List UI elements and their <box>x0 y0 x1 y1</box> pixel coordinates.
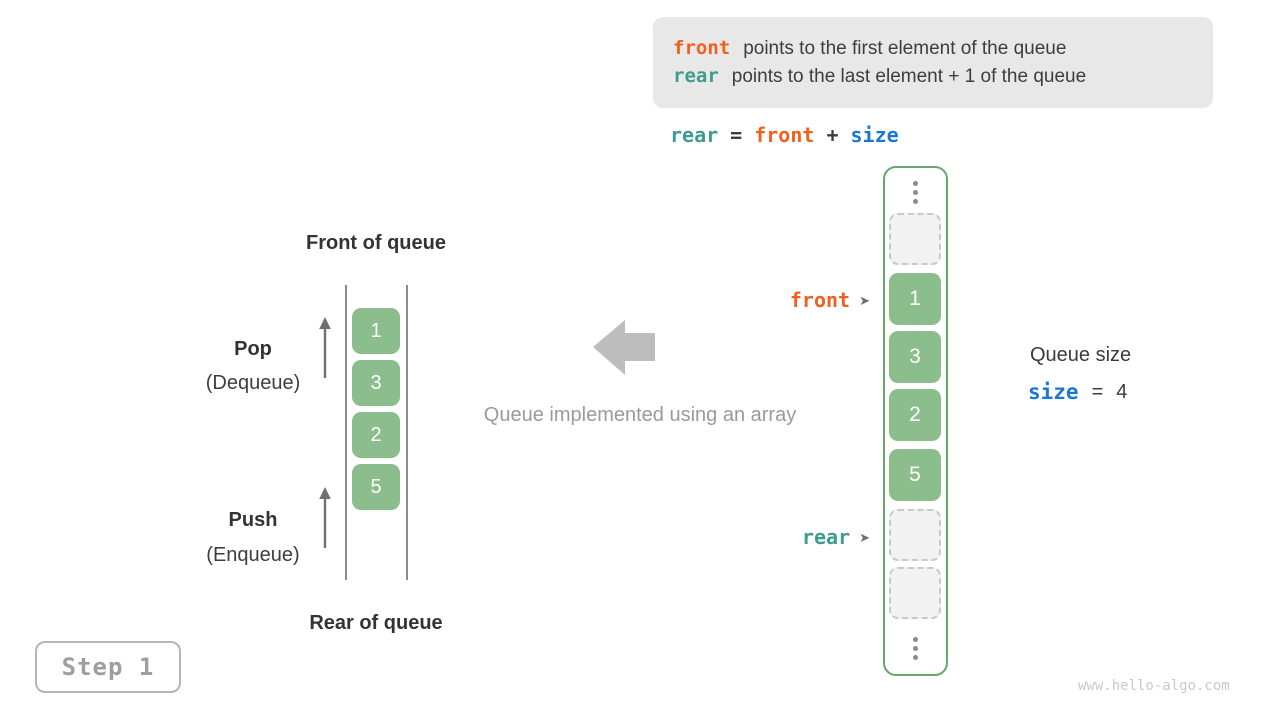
size-keyword: size <box>1028 380 1079 404</box>
formula: rear = front + size <box>670 122 899 148</box>
rear-keyword: rear <box>673 65 719 87</box>
formula-plus: + <box>826 123 839 147</box>
pop-label: Pop <box>234 338 272 360</box>
queue-size-title: Queue size <box>1030 344 1132 366</box>
queue-channel-left-line <box>345 285 347 580</box>
array-cell-empty <box>889 213 941 265</box>
formula-front: front <box>754 123 815 147</box>
ellipsis-icon <box>913 637 918 660</box>
size-value: 4 <box>1116 380 1128 403</box>
watermark: www.hello-algo.com <box>1078 678 1230 694</box>
arrow-up-icon <box>318 317 332 384</box>
queue-item: 5 <box>352 464 400 510</box>
dequeue-label: (Dequeue) <box>205 372 301 394</box>
legend-rear-text: points to the last element + 1 of the qu… <box>731 66 1087 87</box>
rear-of-queue-label: Rear of queue <box>309 612 443 634</box>
queue-item: 1 <box>352 308 400 354</box>
front-keyword: front <box>673 37 731 59</box>
front-of-queue-label: Front of queue <box>306 232 446 254</box>
array-cell-value: 3 <box>889 331 941 383</box>
arrow-up-icon <box>318 487 332 554</box>
diagram-caption: Queue implemented using an array <box>483 404 797 426</box>
arrow-left-icon <box>593 320 655 380</box>
array-cell-value: 5 <box>889 449 941 501</box>
legend-line-front: front points to the first element of the… <box>673 37 1213 60</box>
arrow-right-icon: ➤ <box>859 529 870 545</box>
front-pointer-label: front <box>789 288 851 312</box>
front-pointer: front ➤ <box>730 286 870 314</box>
step-badge: Step 1 <box>35 641 181 693</box>
array-cell-empty <box>889 509 941 561</box>
queue-item: 3 <box>352 360 400 406</box>
array-cell-value: 1 <box>889 273 941 325</box>
legend-box: front points to the first element of the… <box>653 17 1213 108</box>
legend-front-text: points to the first element of the queue <box>743 38 1067 59</box>
size-equals: = <box>1091 380 1104 403</box>
legend-line-rear: rear points to the last element + 1 of t… <box>673 65 1213 88</box>
queue-size-value-line: size = 4 <box>1028 380 1127 404</box>
rear-pointer-label: rear <box>801 525 851 549</box>
array-cell-value: 2 <box>889 389 941 441</box>
queue-item: 2 <box>352 412 400 458</box>
enqueue-label: (Enqueue) <box>206 544 300 566</box>
formula-rear: rear <box>670 123 719 147</box>
formula-size: size <box>850 123 899 147</box>
push-label: Push <box>228 509 278 531</box>
arrow-right-icon: ➤ <box>859 292 870 308</box>
rear-pointer: rear ➤ <box>730 523 870 551</box>
queue-channel-right-line <box>406 285 408 580</box>
ellipsis-icon <box>913 181 918 204</box>
formula-equals: = <box>730 123 743 147</box>
array-cell-empty <box>889 567 941 619</box>
